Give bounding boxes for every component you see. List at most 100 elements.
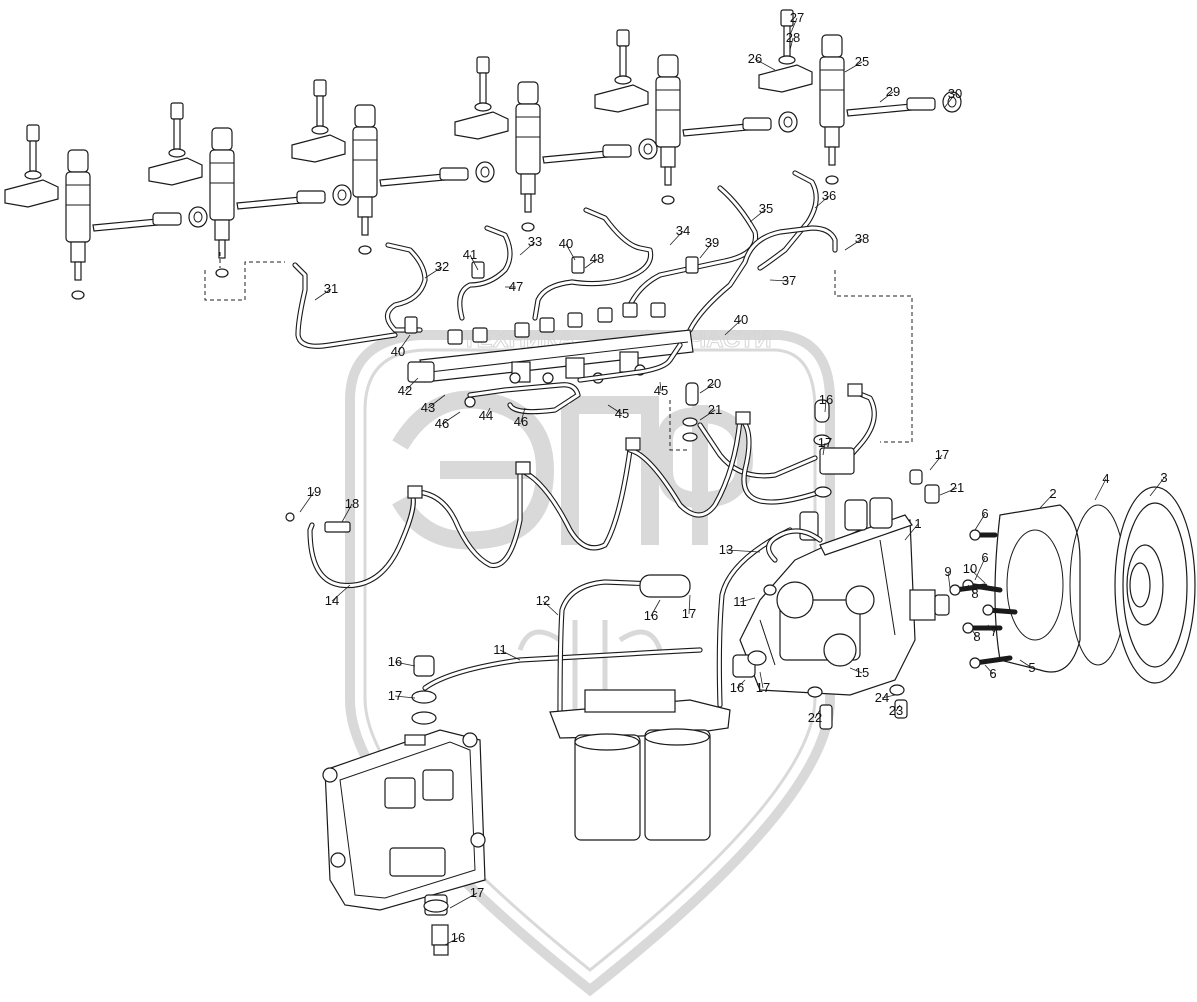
rail-fitting (650, 302, 666, 318)
callout-35: 35 (749, 201, 773, 223)
callout-38: 38 (844, 231, 869, 251)
callout-40: 40 (559, 236, 576, 261)
callout-13: 13 (719, 542, 761, 557)
callout-number: 16 (451, 930, 465, 945)
callout-number: 22 (808, 710, 822, 725)
callout-10: 10 (963, 561, 986, 584)
callout-22: 22 (808, 709, 822, 725)
callout-number: 41 (463, 247, 477, 262)
rail-fitting (567, 312, 583, 328)
callout-21: 21 (939, 480, 964, 496)
callout-number: 19 (307, 484, 321, 499)
rail-fitting (597, 307, 613, 323)
callout-42: 42 (398, 377, 419, 398)
callout-number: 46 (514, 414, 528, 429)
bolt (972, 655, 1013, 666)
callout-6: 6 (984, 664, 997, 681)
callout-number: 17 (682, 606, 696, 621)
callout-number: 46 (435, 416, 449, 431)
callout-number: 17 (470, 885, 484, 900)
callout-number: 42 (398, 383, 412, 398)
callout-8: 8 (967, 584, 979, 601)
callout-17: 17 (756, 671, 770, 695)
callout-32: 32 (424, 259, 449, 279)
callout-6: 6 (974, 550, 989, 581)
callout-15: 15 (849, 665, 869, 680)
callout-number: 30 (948, 86, 962, 101)
callout-number: 6 (981, 550, 988, 565)
callout-45: 45 (654, 381, 668, 398)
callout-number: 13 (719, 542, 733, 557)
callout-number: 36 (822, 188, 836, 203)
callout-number: 16 (644, 608, 658, 623)
callout-43: 43 (421, 394, 446, 415)
callout-14: 14 (325, 584, 351, 608)
callout-24: 24 (875, 690, 896, 705)
fuel-filter-assembly (422, 527, 793, 841)
rail-bolt (542, 372, 554, 384)
callout-40: 40 (391, 334, 411, 359)
rail-bolt (464, 396, 476, 408)
callout-number: 25 (855, 54, 869, 69)
callout-number: 18 (345, 496, 359, 511)
callout-number: 23 (889, 703, 903, 718)
callout-28: 28 (786, 30, 800, 51)
callout-number: 16 (388, 654, 402, 669)
ecu-module (322, 729, 486, 911)
callout-number: 17 (935, 447, 949, 462)
callout-36: 36 (814, 188, 836, 209)
high-pressure-pump (732, 497, 950, 696)
callout-number: 7 (990, 624, 997, 639)
common-rail (407, 329, 694, 383)
callout-18: 18 (341, 496, 359, 523)
callout-44: 44 (479, 407, 493, 423)
callout-16: 16 (388, 654, 416, 669)
callout-number: 47 (509, 279, 523, 294)
callout-number: 32 (435, 259, 449, 274)
callout-number: 5 (1028, 660, 1035, 675)
callout-number: 29 (886, 84, 900, 99)
callout-number: 24 (875, 690, 889, 705)
callout-number: 40 (391, 344, 405, 359)
callout-27: 27 (789, 10, 804, 36)
callout-number: 28 (786, 30, 800, 45)
callout-40: 40 (724, 312, 748, 336)
callout-number: 14 (325, 593, 339, 608)
injector-5 (594, 29, 798, 205)
callout-31: 31 (314, 281, 338, 301)
rail-bolt (509, 372, 521, 384)
callout-5: 5 (1019, 659, 1036, 675)
callout-number: 26 (748, 51, 762, 66)
callout-29: 29 (879, 84, 900, 103)
callout-20: 20 (699, 376, 721, 394)
callout-25: 25 (844, 54, 869, 73)
callout-number: 16 (730, 680, 744, 695)
callout-number: 27 (790, 10, 804, 25)
callout-number: 34 (676, 223, 690, 238)
callout-number: 39 (705, 235, 719, 250)
callout-2: 2 (1039, 486, 1057, 509)
callout-number: 1 (914, 516, 921, 531)
callout-48: 48 (584, 251, 604, 269)
callout-number: 8 (973, 629, 980, 644)
pipe-clamp (571, 256, 585, 274)
callout-41: 41 (463, 247, 479, 271)
callout-17: 17 (929, 447, 949, 471)
callout-47: 47 (505, 279, 523, 294)
callout-number: 9 (944, 564, 951, 579)
callout-number: 12 (536, 593, 550, 608)
callout-16: 16 (819, 392, 833, 413)
callout-number: 38 (855, 231, 869, 246)
rail-fitting (447, 329, 463, 345)
injector-group (4, 9, 962, 300)
callout-number: 44 (479, 408, 493, 423)
callout-9: 9 (944, 564, 952, 589)
callout-number: 21 (950, 480, 964, 495)
rail-return-lines (467, 342, 683, 415)
callout-number: 20 (707, 376, 721, 391)
connection-lines (204, 252, 913, 451)
callout-46: 46 (514, 407, 528, 429)
rail-fitting (472, 327, 488, 343)
callout-11: 11 (733, 594, 756, 609)
